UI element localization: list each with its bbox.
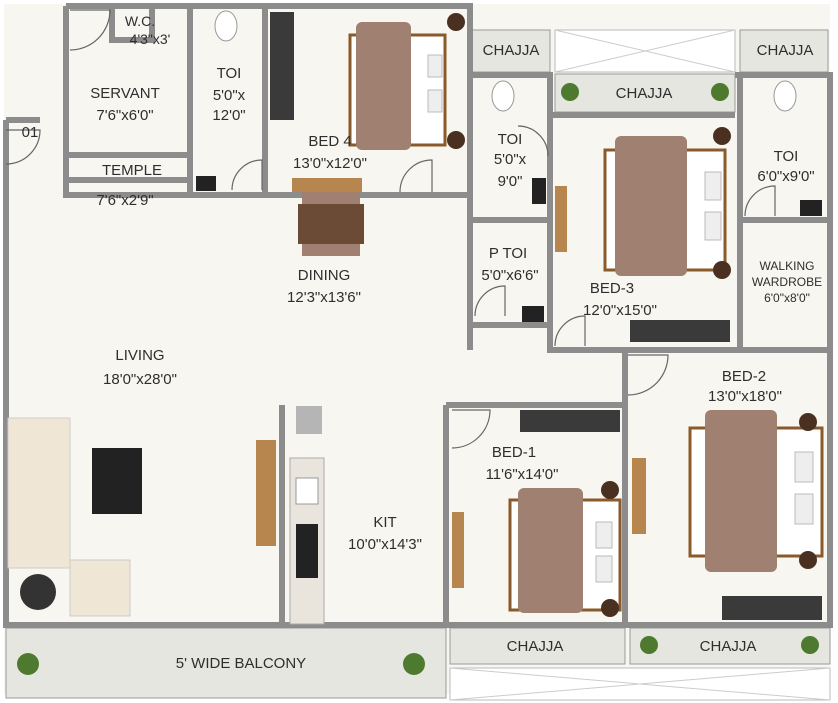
servant-size: 7'6"x6'0" bbox=[96, 107, 153, 124]
chajja-top-mid bbox=[554, 73, 736, 113]
wc-name: W.C. bbox=[125, 13, 155, 29]
toi-mid-name: TOI bbox=[498, 131, 523, 148]
walking-wardrobe-name-b: WARDROBE bbox=[752, 275, 822, 289]
chajja-bottom-right bbox=[629, 627, 831, 665]
walls bbox=[3, 3, 833, 628]
servant-name: SERVANT bbox=[90, 85, 159, 102]
bed4-size: 13'0"x12'0" bbox=[293, 155, 367, 172]
chajja-bottom-left-label: CHAJJA bbox=[507, 638, 564, 655]
wardrobes bbox=[270, 12, 822, 620]
toi-mid-size-a: 5'0"x bbox=[494, 151, 527, 168]
open-void-top bbox=[554, 29, 736, 73]
bed2-name: BED-2 bbox=[722, 368, 766, 385]
bed-2-furniture bbox=[688, 410, 824, 572]
chajja-top-right bbox=[739, 29, 829, 73]
bed-1-furniture bbox=[508, 481, 622, 617]
p-toi-name: P TOI bbox=[489, 245, 527, 262]
living-name: LIVING bbox=[115, 347, 164, 364]
walking-wardrobe-name-a: WALKING bbox=[760, 259, 815, 273]
bed1-size: 11'6"x14'0" bbox=[486, 466, 559, 483]
bed-4-furniture bbox=[348, 13, 465, 150]
bed2-size: 13'0"x18'0" bbox=[708, 388, 782, 405]
balcony-floor bbox=[5, 627, 447, 699]
room-labels: W.C. 4'3"x3' SERVANT 7'6"x6'0" TOI 5'0"x… bbox=[22, 13, 822, 672]
temple-size: 7'6"x2'9" bbox=[96, 192, 153, 209]
open-void-bottom bbox=[449, 667, 831, 701]
chajja-top-left-label: CHAJJA bbox=[483, 42, 540, 59]
bed-3-furniture bbox=[603, 127, 731, 279]
bed3-name: BED-3 bbox=[590, 280, 634, 297]
toi-mid-size-b: 9'0" bbox=[498, 173, 523, 190]
temple-name: TEMPLE bbox=[102, 162, 162, 179]
kitchen-counter bbox=[289, 406, 325, 625]
bed4-name: BED 4 bbox=[308, 133, 351, 150]
walking-wardrobe-size: 6'0"x8'0" bbox=[764, 291, 810, 305]
chajja-bottom-right-label: CHAJJA bbox=[700, 638, 757, 655]
side-tables bbox=[256, 178, 646, 588]
dining-name: DINING bbox=[298, 267, 351, 284]
toi-servant-name: TOI bbox=[217, 65, 242, 82]
bed3-size: 12'0"x15'0" bbox=[583, 302, 657, 319]
toi-right-name: TOI bbox=[774, 148, 799, 165]
toi-right-size: 6'0"x9'0" bbox=[757, 168, 814, 185]
dining-size: 12'3"x13'6" bbox=[287, 289, 361, 306]
door-01-label: 01 bbox=[22, 124, 39, 141]
chajja-top-right-label: CHAJJA bbox=[757, 42, 814, 59]
chajja-top-mid-label: CHAJJA bbox=[616, 85, 673, 102]
dining-table bbox=[298, 192, 364, 256]
kit-size: 10'0"x14'3" bbox=[348, 536, 422, 553]
kit-name: KIT bbox=[373, 514, 396, 531]
chajja-bottom-left bbox=[449, 627, 626, 665]
toilet-fixtures bbox=[214, 10, 797, 112]
wash-basins bbox=[196, 176, 822, 322]
door-swings bbox=[5, 9, 776, 449]
wc-size: 4'3"x3' bbox=[130, 31, 171, 47]
plants bbox=[17, 83, 819, 675]
p-toi-size: 5'0"x6'6" bbox=[481, 267, 538, 284]
sofa-set bbox=[7, 417, 142, 617]
living-size: 18'0"x28'0" bbox=[103, 371, 177, 388]
balcony-name: 5' WIDE BALCONY bbox=[176, 655, 306, 672]
bed1-name: BED-1 bbox=[492, 444, 536, 461]
toi-servant-size-a: 5'0"x bbox=[213, 87, 246, 104]
toi-servant-size-b: 12'0" bbox=[212, 107, 245, 124]
